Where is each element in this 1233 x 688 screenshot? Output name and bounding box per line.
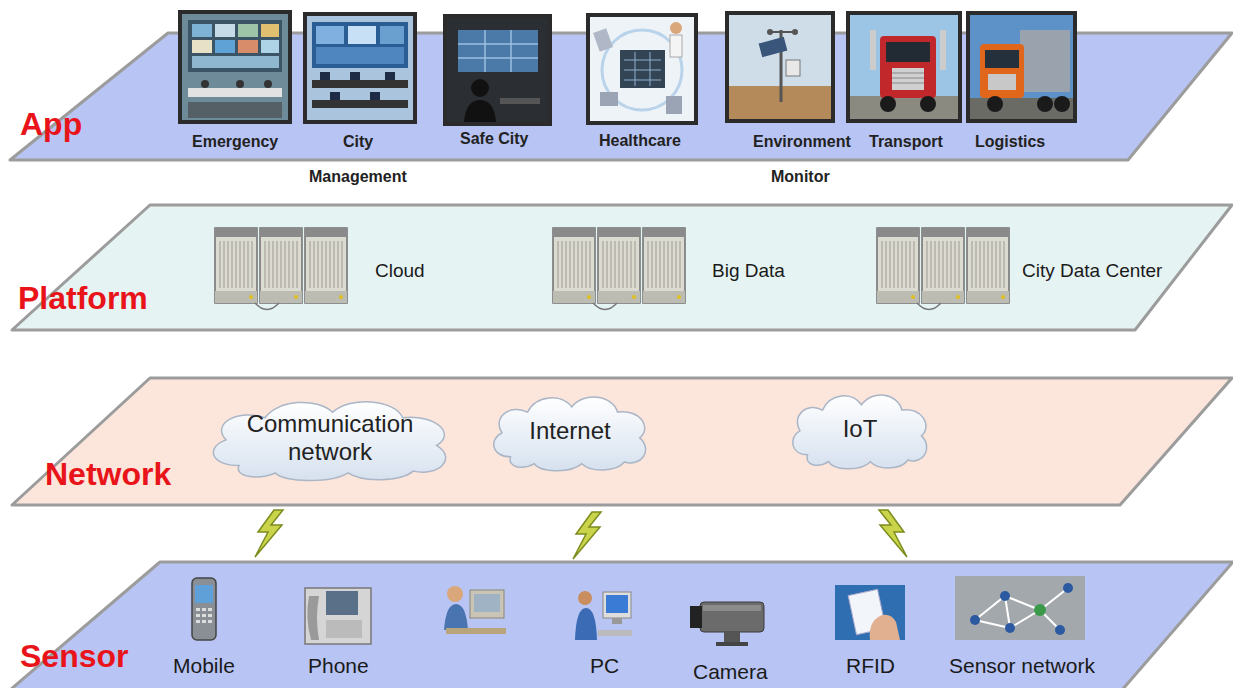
picture-caption: Safe City <box>460 130 528 148</box>
cloud-label: Internet <box>529 417 610 445</box>
picture-caption: Logistics <box>975 133 1045 151</box>
layer-title: Sensor <box>20 638 128 675</box>
picture-caption: Transport <box>869 133 943 151</box>
lightning-bolt <box>879 510 907 557</box>
network-cloud: Communication network <box>200 392 460 484</box>
server-racks <box>215 228 347 310</box>
server-racks <box>553 228 685 310</box>
safe-city-picture <box>445 16 550 124</box>
network-cloud: IoT <box>785 386 935 472</box>
layer-title: Network <box>45 456 171 493</box>
network-cloud: Internet <box>485 388 655 474</box>
picture-caption: Environment <box>753 133 851 151</box>
cloud-label: IoT <box>843 415 878 443</box>
cloud-shape <box>793 395 927 469</box>
band-shape <box>10 562 1233 688</box>
device-label: Camera <box>693 660 768 684</box>
transport-picture <box>848 13 960 121</box>
camera-icon <box>690 602 764 646</box>
picture-caption: Emergency <box>192 133 278 151</box>
device-label: PC <box>590 654 619 678</box>
cloud-shape <box>494 397 646 471</box>
healthcare-picture <box>588 15 696 123</box>
device-label: RFID <box>846 654 895 678</box>
server-racks <box>877 228 1009 310</box>
picture-caption: Healthcare <box>599 132 681 150</box>
group-caption: Management <box>309 168 407 186</box>
picture-caption: City <box>343 133 373 151</box>
layer-title: App <box>20 106 82 143</box>
device-label: Phone <box>308 654 369 678</box>
network-layer-band: Network Communication network Internet IoT <box>0 375 1233 508</box>
device-label: Sensor network <box>949 654 1095 678</box>
layer-title: Platform <box>18 280 148 317</box>
environment-picture <box>727 13 833 121</box>
emergency-picture <box>180 12 290 122</box>
platform-label: Cloud <box>375 260 425 282</box>
city-management-picture <box>305 14 415 122</box>
device-label: Mobile <box>173 654 235 678</box>
platform-label: Big Data <box>712 260 785 282</box>
group-caption: Monitor <box>771 168 830 186</box>
desk-user-icon <box>444 586 506 634</box>
lightning-bolt <box>573 512 601 559</box>
band-shape <box>12 378 1232 505</box>
cloud-label: Communication network <box>235 410 425 465</box>
platform-label: City Data Center <box>1022 260 1162 282</box>
video-phone-icon <box>305 588 371 644</box>
rfid-icon <box>835 585 905 640</box>
logistics-picture <box>968 13 1075 121</box>
cloud-shape <box>213 402 445 481</box>
lightning-bolt <box>255 510 283 557</box>
mobile-phone-icon <box>192 578 216 640</box>
sensor-network-icon <box>955 576 1085 640</box>
band-shape <box>12 205 1232 330</box>
pc-user-icon <box>575 591 632 640</box>
